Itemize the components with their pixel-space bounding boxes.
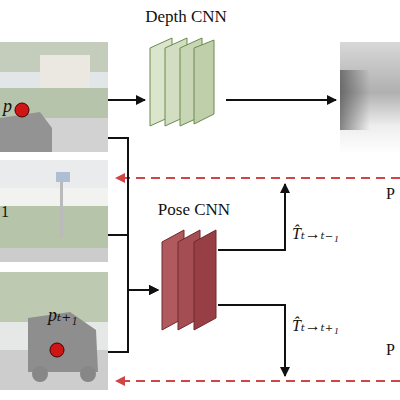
image-frame: pₜ₊₁	[0, 272, 108, 390]
input-connector	[108, 138, 158, 290]
depth-map	[340, 70, 370, 130]
block-title: Depth CNN	[125, 8, 247, 25]
depth-cnn-layers	[150, 38, 214, 126]
frame-photo	[0, 42, 108, 152]
projection-label: P	[386, 186, 395, 202]
point-label: 1	[1, 204, 9, 220]
pose-cnn-layers	[162, 230, 216, 330]
point-label: p	[3, 97, 12, 115]
pose-label: T̂ₜ→ₜ₋₁	[292, 226, 339, 242]
frame-photo	[0, 160, 108, 262]
block-title: Pose CNN	[138, 201, 250, 218]
input-connector	[108, 99, 145, 101]
projection-arrow	[116, 380, 400, 382]
projection-arrow	[116, 177, 400, 179]
cnn-block: Pose CNN	[158, 198, 230, 332]
image-frame: p	[0, 42, 108, 152]
image-frame: 1	[0, 160, 108, 262]
input-connector	[108, 290, 158, 352]
pixel-point	[50, 343, 64, 357]
cnn-block: Depth CNN	[145, 4, 227, 128]
input-connector	[108, 235, 158, 290]
pose-label: T̂ₜ→ₜ₊₁	[292, 318, 339, 334]
output-arrow	[226, 99, 336, 101]
point-label: pₜ₊₁	[48, 306, 77, 324]
frame-photo	[0, 272, 108, 390]
pose-output-arrow	[218, 305, 285, 376]
projection-label: P	[386, 342, 395, 358]
depth-map	[340, 42, 400, 154]
pixel-point	[15, 103, 29, 117]
